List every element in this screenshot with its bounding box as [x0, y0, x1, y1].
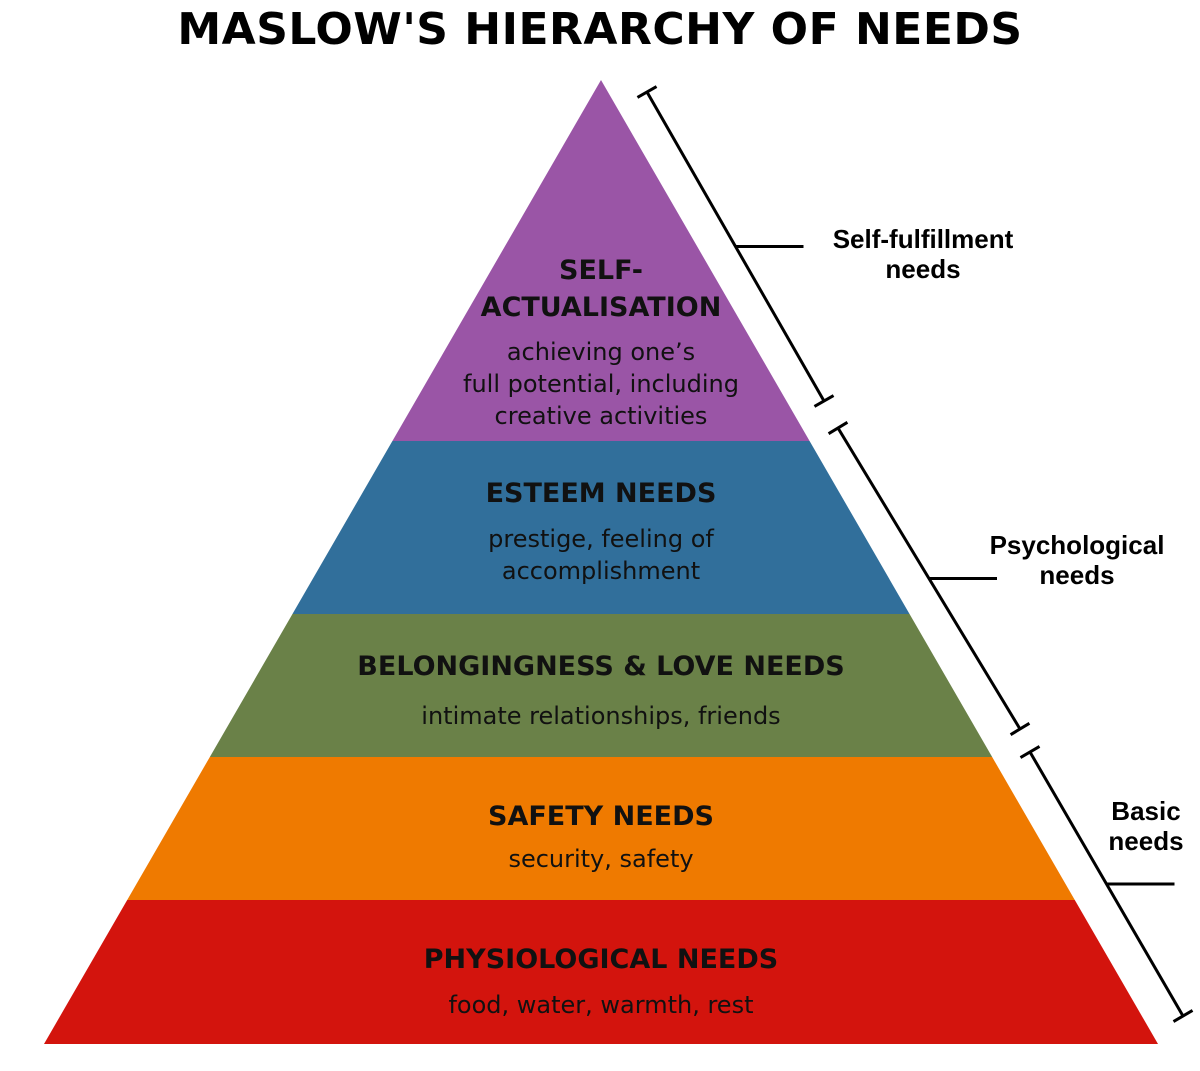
group-label: needs — [1039, 560, 1114, 590]
level-description: prestige, feeling of — [488, 525, 714, 553]
level-band — [127, 757, 1075, 900]
group-brackets: Self-fulfillmentneedsPsychologicalneedsB… — [636, 85, 1194, 1023]
level-description: creative activities — [495, 402, 708, 430]
pyramid: SELF- ACTUALISATION achieving one’s full po… — [44, 80, 1158, 1044]
level-band — [392, 80, 810, 441]
level-description: intimate relationships, friends — [421, 702, 780, 730]
bracket-cap-top — [1019, 745, 1041, 759]
group-label: Basic — [1111, 796, 1180, 826]
level-title: SAFETY NEEDS — [488, 801, 714, 832]
page-title: MASLOW'S HIERARCHY OF NEEDS — [177, 4, 1023, 55]
level-description: full potential, including — [463, 370, 739, 398]
level-4: SAFETY NEEDS security, safety — [127, 757, 1075, 900]
group-label: needs — [885, 254, 960, 284]
bracket-cap-top — [636, 85, 658, 99]
level-title: SELF- — [559, 255, 643, 286]
level-title: PHYSIOLOGICAL NEEDS — [424, 944, 778, 975]
group-label: Psychological — [990, 530, 1165, 560]
level-2: ESTEEM NEEDS prestige, feeling of accompli… — [292, 441, 910, 614]
bracket-cap-top — [827, 421, 849, 435]
level-title: BELONGINGNESS & LOVE NEEDS — [357, 651, 844, 682]
level-5: PHYSIOLOGICAL NEEDS food, water, warmth, … — [44, 900, 1158, 1044]
bracket-cap-bottom — [1172, 1009, 1194, 1023]
level-band — [292, 441, 910, 614]
bracket-cap-bottom — [1009, 722, 1031, 736]
level-title: ACTUALISATION — [481, 292, 722, 323]
bracket-cap-bottom — [813, 394, 835, 408]
level-title: ESTEEM NEEDS — [486, 478, 717, 509]
level-band — [44, 900, 1158, 1044]
level-1: SELF- ACTUALISATION achieving one’s full po… — [392, 80, 810, 441]
level-description: accomplishment — [502, 557, 700, 585]
level-band — [209, 614, 993, 757]
level-description: food, water, warmth, rest — [448, 991, 753, 1019]
group-label: needs — [1108, 826, 1183, 856]
level-description: security, safety — [508, 845, 693, 873]
level-description: achieving one’s — [507, 338, 695, 366]
level-3: BELONGINGNESS & LOVE NEEDS intimate relat… — [209, 614, 993, 757]
group-label: Self-fulfillment — [833, 224, 1014, 254]
